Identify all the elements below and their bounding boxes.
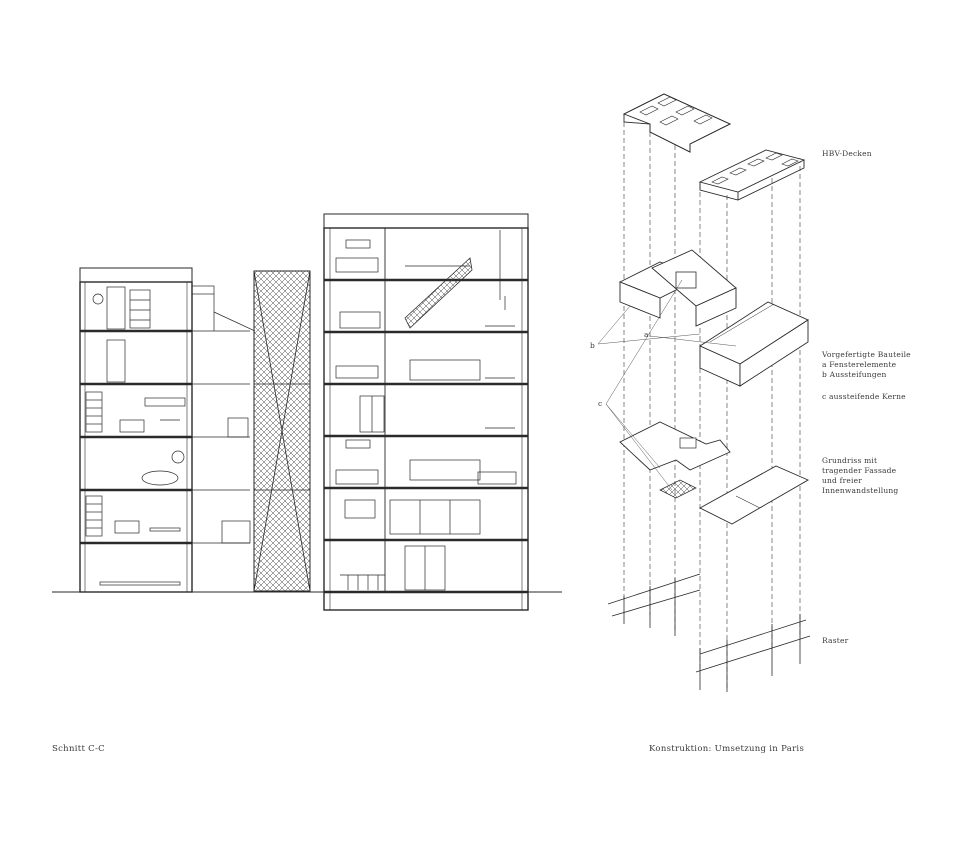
label-prefab-title: Vorgefertigte Bauteile: [822, 350, 911, 359]
letter-b: b: [590, 341, 596, 350]
hbv-slab-1: [622, 93, 732, 153]
label-hbv-decken: HBV-Decken: [822, 149, 872, 158]
label-prefab-b: b Aussteifungen: [822, 370, 887, 379]
axonometric-drawing: [597, 93, 811, 692]
label-plan-2: tragender Fassade: [822, 466, 897, 475]
raster-grid: [607, 573, 811, 692]
letter-a: a: [644, 330, 649, 339]
hbv-slab-2: [698, 149, 806, 201]
label-plan-4: Innenwandstellung: [822, 486, 899, 495]
label-plan-1: Grundriss mit: [822, 456, 878, 465]
prefab-modules: [618, 249, 809, 387]
right-building: [323, 213, 529, 611]
label-raster: Raster: [822, 636, 849, 645]
floor-plan: [619, 421, 809, 525]
label-prefab-c: c aussteifende Kerne: [822, 392, 906, 401]
label-prefab-a: a Fensterelemente: [822, 360, 897, 369]
caption-construction: Konstruktion: Umsetzung in Paris: [649, 744, 805, 754]
interior-stair: [404, 257, 473, 329]
left-building: [79, 267, 256, 593]
section-drawing: [52, 213, 562, 611]
letter-c: c: [598, 399, 603, 408]
caption-section: Schnitt C-C: [52, 744, 105, 754]
label-plan-3: und freier: [822, 476, 863, 485]
mesh-stair-core: [253, 270, 311, 592]
